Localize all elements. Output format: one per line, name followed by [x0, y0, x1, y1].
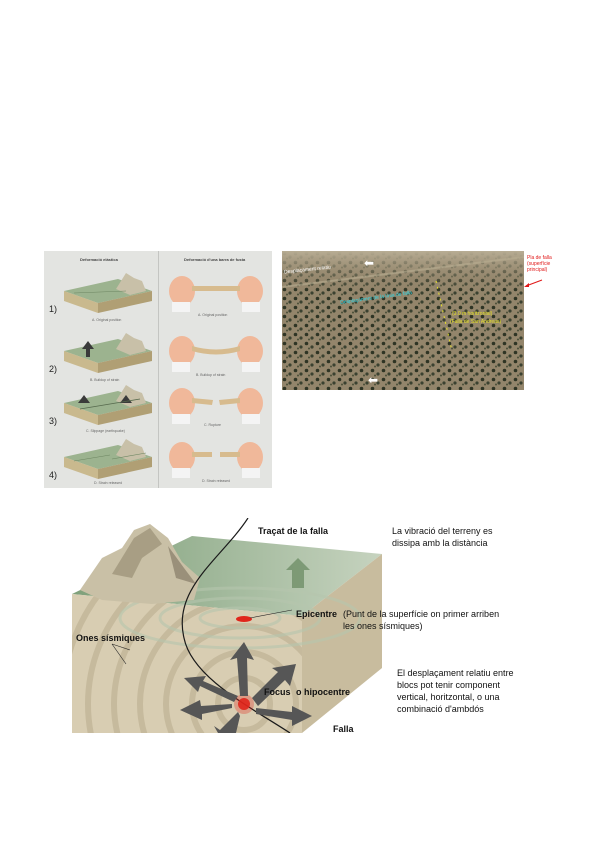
- fault-plane-side-label: Pla de falla (superfície principal): [527, 255, 567, 273]
- side-label-arrow-icon: [524, 278, 544, 288]
- vibration-label-line-2: dissipa amb la distància: [392, 537, 488, 549]
- fault-trace-label: Traçat de la falla: [258, 525, 328, 537]
- rod-illustration-4: [166, 435, 266, 481]
- epicentre-label: Epicentre: [296, 608, 337, 620]
- focus-label: Focus: [264, 686, 291, 698]
- block-illustration-3: [60, 381, 154, 429]
- step-number-3: 3): [49, 416, 57, 426]
- column-divider: [158, 251, 159, 488]
- elastic-deformation-figure: Deformació elàstica Deformació d'una bar…: [44, 251, 272, 488]
- rod-caption-1: A. Original position: [198, 313, 227, 317]
- aerial-fault-photo: ⬅ ⬅ Desplaçament relatiu Desplaçament de…: [282, 251, 524, 390]
- step-number-4: 4): [49, 470, 57, 480]
- right-column-title: Deformació d'una barra de fusta: [184, 257, 245, 262]
- step-number-1: 1): [49, 304, 57, 314]
- epicentre-note-line-2: les ones sísmiques): [343, 620, 423, 632]
- hypocentre-label: o hipocentre: [296, 686, 350, 698]
- rod-illustration-2: [166, 329, 266, 375]
- seismic-waves-label: Ones sísmiques: [76, 632, 145, 644]
- fault-label: Falla: [333, 723, 354, 735]
- displacement-note-line-1: El desplaçament relatiu entre: [397, 667, 514, 679]
- side-label-line-3: principal): [527, 267, 567, 273]
- earthquake-block-diagram: [72, 518, 382, 733]
- block-illustration-4: [60, 435, 154, 483]
- displacement-note-line-4: combinació d'ambdós: [397, 703, 484, 715]
- rod-caption-4: D. Strain released: [202, 479, 230, 483]
- arrow-left-icon: ⬅: [368, 373, 378, 387]
- arrow-right-icon: ⬅: [364, 256, 374, 270]
- block-illustration-2: [60, 329, 154, 377]
- rod-caption-2: B. Buildup of strain: [196, 373, 225, 377]
- rod-illustration-1: [166, 269, 266, 315]
- yellow-label-2: (Falla de San Andreas): [450, 319, 501, 325]
- block-caption-4: D. Strain released: [94, 481, 122, 485]
- vibration-label-line-1: La vibració del terreny es: [392, 525, 493, 537]
- epicentre-note-line-1: (Punt de la superfície on primer arriben: [343, 608, 499, 620]
- block-caption-1: A. Original position: [92, 318, 121, 322]
- displacement-note-line-2: blocs pot tenir component: [397, 679, 500, 691]
- block-illustration-1: [60, 269, 154, 317]
- yellow-label-1: (3.0 m horitzontal): [452, 311, 492, 317]
- rod-caption-3: C. Rupture: [204, 423, 221, 427]
- rod-illustration-3: [166, 381, 266, 427]
- displacement-note-line-3: vertical, horitzontal, o una: [397, 691, 500, 703]
- left-column-title: Deformació elàstica: [80, 257, 118, 262]
- step-number-2: 2): [49, 364, 57, 374]
- block-caption-3: C. Slippage (earthquake): [86, 429, 125, 433]
